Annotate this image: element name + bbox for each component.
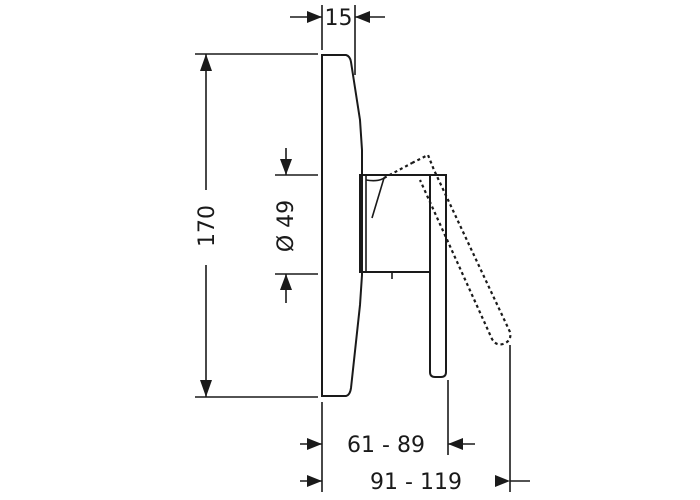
lever-handle-open-position (383, 153, 512, 346)
dim-diameter-label: Ø 49 (274, 200, 299, 252)
dim-projection-short: 61 - 89 (300, 380, 475, 492)
wall-plate (321, 54, 363, 397)
arrow-down-icon (200, 380, 212, 397)
dim-diameter: Ø 49 (274, 148, 318, 303)
dim-height-label: 170 (195, 205, 220, 247)
arrow-left-icon (355, 11, 370, 23)
arrow-right-icon (307, 11, 322, 23)
arrow-down-icon (280, 159, 292, 175)
dim-plate-depth: 15 (290, 5, 385, 75)
arrow-up-icon (200, 54, 212, 71)
dim-height: 170 (195, 53, 318, 398)
valve-body (359, 174, 431, 279)
dim-projection-short-label: 61 - 89 (347, 433, 425, 458)
arrow-left-icon (495, 475, 510, 487)
arrow-right-icon (307, 438, 322, 450)
arrow-up-icon (280, 274, 292, 290)
dim-projection-long-label: 91 - 119 (370, 470, 462, 495)
lever-handle (429, 174, 447, 378)
dim-projection-long: 91 - 119 (300, 345, 530, 495)
dim-plate-depth-label: 15 (325, 6, 353, 31)
arrow-right-icon (307, 475, 322, 487)
arrow-left-icon (448, 438, 463, 450)
